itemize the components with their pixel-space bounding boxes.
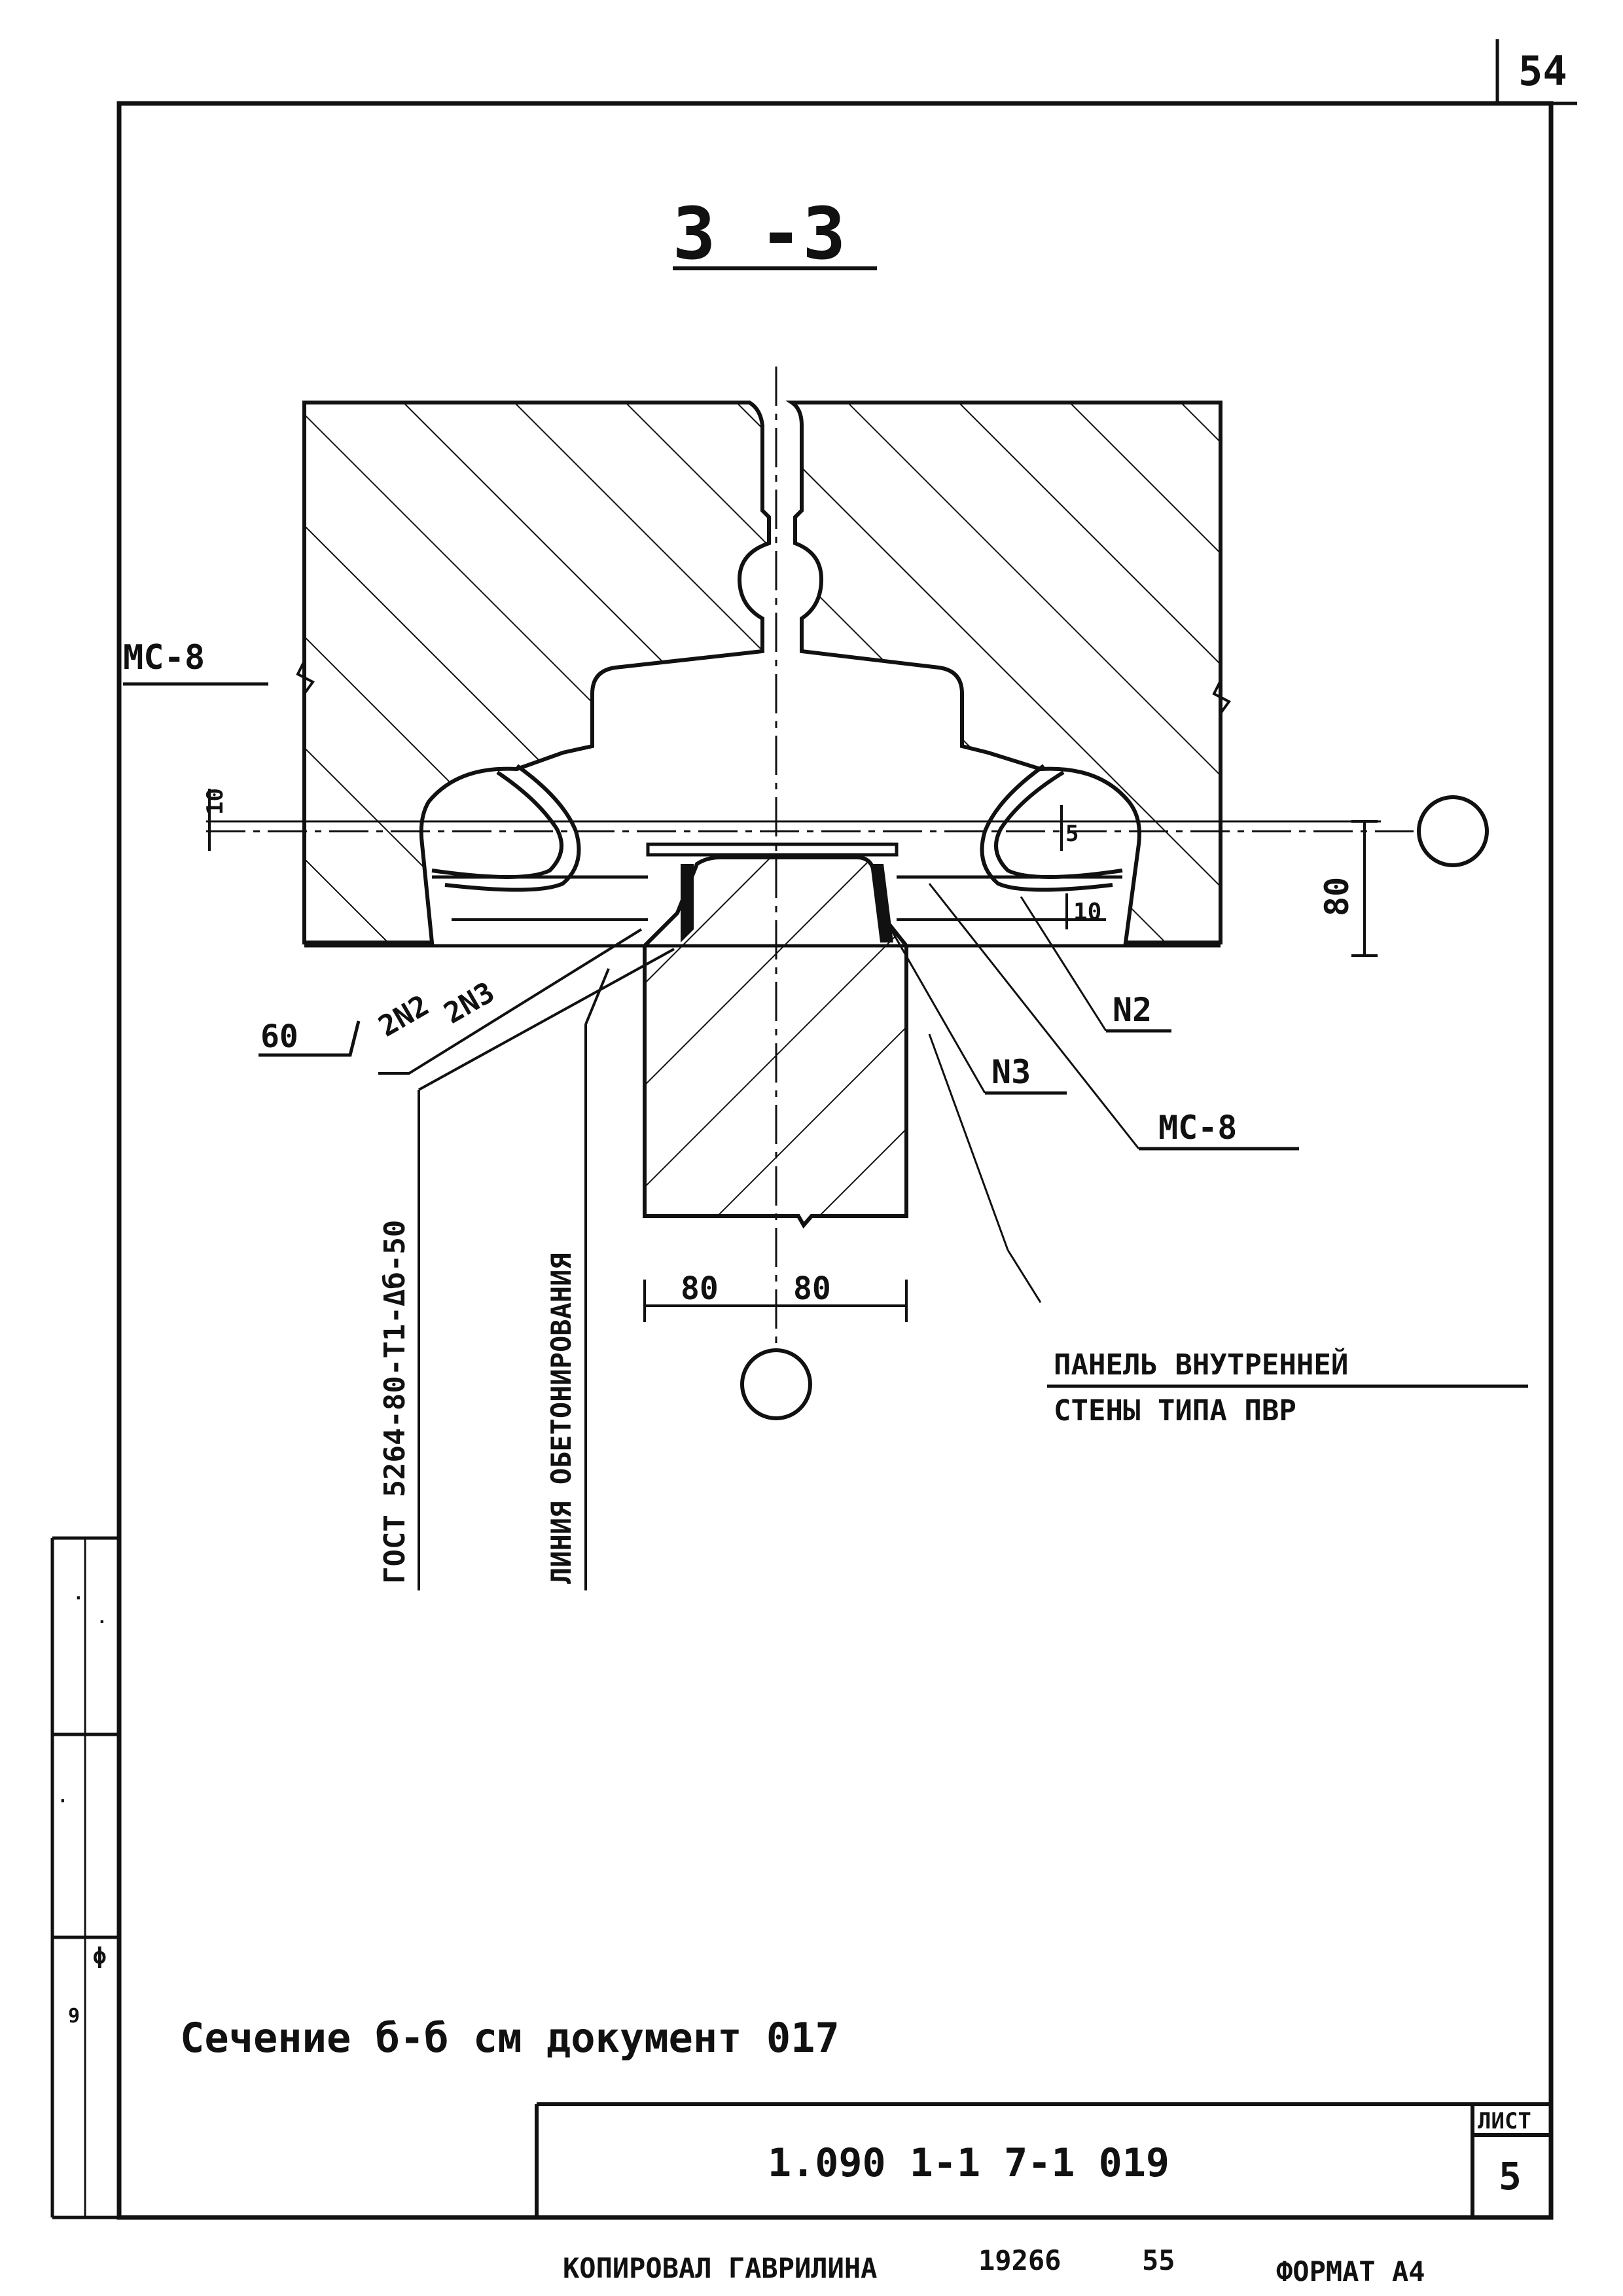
right-break-line <box>1212 680 1231 715</box>
label-panel-line1: ПАНЕЛЬ ВНУТРЕННЕЙ <box>1054 1347 1348 1382</box>
right-slab <box>785 401 1222 944</box>
svg-text:ϕ: ϕ <box>93 1943 106 1969</box>
sheet-label: ЛИСТ <box>1478 2108 1531 2134</box>
footer-order-no: 19266 <box>978 2244 1061 2276</box>
dim-80-mid: 80 <box>793 1270 831 1307</box>
left-break-line <box>296 660 315 695</box>
dim-80-left: 80 <box>681 1270 719 1307</box>
svg-text:.: . <box>97 1608 107 1628</box>
title-block: 1.090 1-1 7-1 019 ЛИСТ 5 <box>535 2102 1551 2217</box>
label-mc8-right: МС-8 <box>1158 1109 1237 1147</box>
dim-10-left: 10 <box>202 788 228 815</box>
page-number: 54 <box>1518 47 1567 95</box>
label-mc8-left: МС-8 <box>123 638 205 677</box>
label-concrete-line: ЛИНИЯ ОБЕТОНИРОВАНИЯ <box>545 1253 577 1584</box>
footer-format: ФОРМАТ А4 <box>1276 2255 1425 2287</box>
axis-marker-bottom <box>740 1348 812 1420</box>
label-gost: ГОСТ 5264-80-Т1-Δб-50 <box>378 1220 412 1584</box>
dim-80-right: 80 <box>1318 877 1356 916</box>
axis-marker-right <box>1417 795 1489 867</box>
weld-left <box>681 864 694 942</box>
sheet-number: 5 <box>1499 2154 1522 2198</box>
footer-copy-no: 55 <box>1142 2244 1175 2276</box>
svg-text:·: · <box>58 1791 68 1811</box>
svg-text:9: 9 <box>68 2005 80 2028</box>
left-slab <box>302 401 771 944</box>
note-section-reference: Сечение б-б см документ 017 <box>180 2014 840 2062</box>
footer-copied-by: КОПИРОВАЛ ГАВРИЛИНА <box>563 2252 877 2284</box>
label-panel-line2: СТЕНЫ ТИПА ПВР <box>1054 1394 1296 1427</box>
svg-text:·: · <box>73 1588 84 1608</box>
label-n2: N2 <box>1113 991 1152 1029</box>
wall-panel <box>643 855 908 1229</box>
label-2n2: 2N2 <box>373 989 435 1044</box>
embedded-plate <box>646 842 899 857</box>
section-title: 3 -3 <box>673 192 846 276</box>
dim-10-right: 10 <box>1073 899 1101 925</box>
dim-5: 5 <box>1065 821 1079 847</box>
left-margin-strips: · . · ϕ 9 <box>50 1536 119 2219</box>
drawing-frame <box>116 101 1554 2220</box>
document-code: 1.090 1-1 7-1 019 <box>768 2140 1169 2186</box>
label-dim-60: 60 <box>260 1018 298 1055</box>
label-n3: N3 <box>991 1053 1031 1091</box>
